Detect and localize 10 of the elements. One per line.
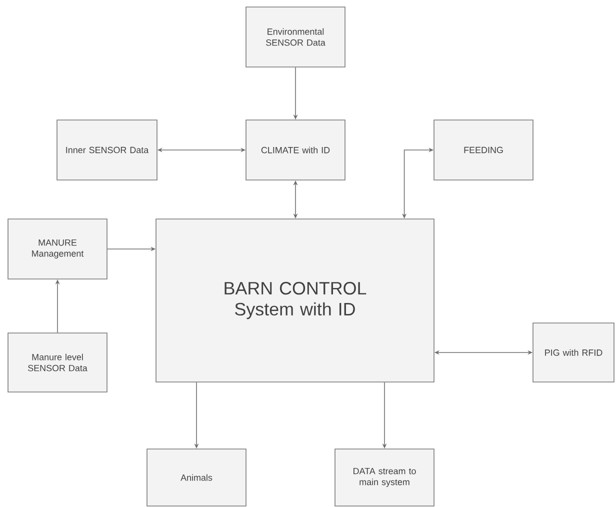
control-system-box: BARN CONTROL System with ID (156, 218, 434, 382)
process-box: Manure level SENSOR Data (8, 332, 108, 392)
process-box: CLIMATE with ID (246, 120, 346, 180)
process-box: Inner SENSOR Data (56, 120, 158, 180)
process-box: FEEDING (434, 120, 534, 180)
process-box: MANURE Management (8, 218, 108, 280)
process-box: Environmental SENSOR Data (246, 6, 346, 68)
process-box: DATA stream to main system (334, 448, 434, 506)
process-box: PIG with RFID (532, 322, 614, 382)
process-box: Animals (146, 448, 246, 506)
